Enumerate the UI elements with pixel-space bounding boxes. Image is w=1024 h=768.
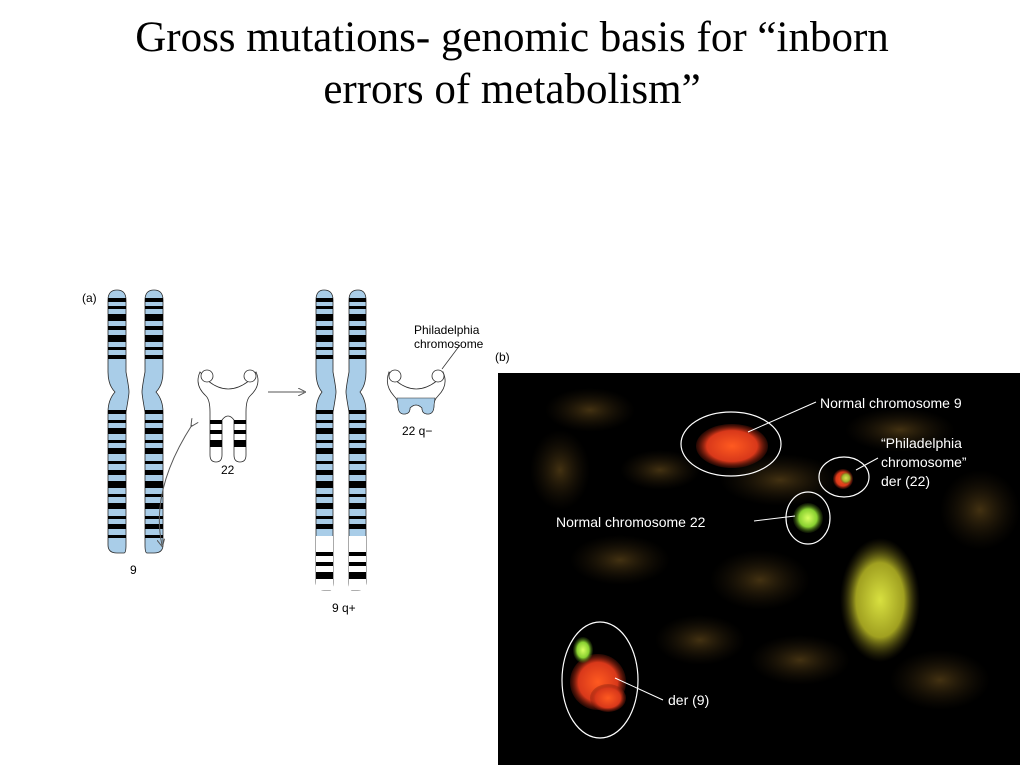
normal-chromosome-22-pointer: [753, 515, 796, 522]
der9-pointer: [614, 677, 664, 701]
chromosome-9-bands: [108, 298, 163, 538]
normal-chromosome-9-circle: [680, 411, 782, 477]
chromosome-22-label: 22: [221, 463, 235, 477]
philadelphia-der22-pointer: [855, 457, 879, 471]
normal-chromosome-22-signal: [793, 503, 823, 533]
chromosome-22-bands: [210, 420, 246, 447]
philadelphia-label-b-line-2: chromosome”: [881, 454, 967, 470]
panel-a: (a) 9: [82, 289, 484, 615]
der9-label: der (9): [668, 692, 709, 708]
chromosome-22-satellite-left: [200, 369, 214, 383]
normal-chromosome-22-circle: [785, 491, 831, 545]
chromosome-22q-minus: [386, 369, 446, 415]
philadelphia-pointer-line: [441, 344, 461, 370]
fish-photo-haze: [530, 388, 1020, 710]
chromosome-9q-plus: [315, 289, 367, 591]
slide-title-line-2: errors of metabolism”: [323, 66, 701, 113]
slide-title: Gross mutations- genomic basis for “inbo…: [0, 12, 1024, 116]
der9-circle: [561, 621, 639, 739]
chromosome-22: [197, 369, 259, 463]
chromosome-22q-minus-label: 22 q−: [402, 424, 432, 438]
chromosome-22-satellite-right: [243, 369, 257, 383]
philadelphia-der22-circle: [818, 456, 870, 498]
panel-b-label: (b): [495, 350, 510, 364]
normal-chromosome-22-label: Normal chromosome 22: [556, 514, 706, 530]
normal-chromosome-9-signal: [696, 424, 768, 468]
chromosome-9q-bands: [316, 298, 366, 579]
panel-b: (b) Normal chromosome 9 “Philadelphia: [495, 350, 1020, 765]
philadelphia-label-line-1: Philadelphia: [414, 323, 480, 337]
panel-a-label: (a): [82, 291, 97, 305]
fish-nucleus-blob: [840, 538, 920, 662]
philadelphia-label-b-line-3: der (22): [881, 473, 930, 489]
philadelphia-label-b-line-1: “Philadelphia: [881, 435, 962, 451]
chromosome-22-arms: [197, 371, 259, 463]
normal-chromosome-9-label: Normal chromosome 9: [820, 395, 962, 411]
slide-title-line-1: Gross mutations- genomic basis for “inbo…: [135, 14, 889, 61]
der9-green-signal: [573, 637, 593, 663]
chromosome-22q-blue-segment: [396, 397, 436, 415]
exchange-arrow: [159, 425, 192, 545]
philadelphia-label-line-2: chromosome: [414, 337, 484, 351]
normal-chromosome-9-pointer: [747, 401, 817, 433]
chromosome-9-label: 9: [130, 563, 137, 577]
chromosome-9q-plus-label: 9 q+: [332, 601, 356, 615]
